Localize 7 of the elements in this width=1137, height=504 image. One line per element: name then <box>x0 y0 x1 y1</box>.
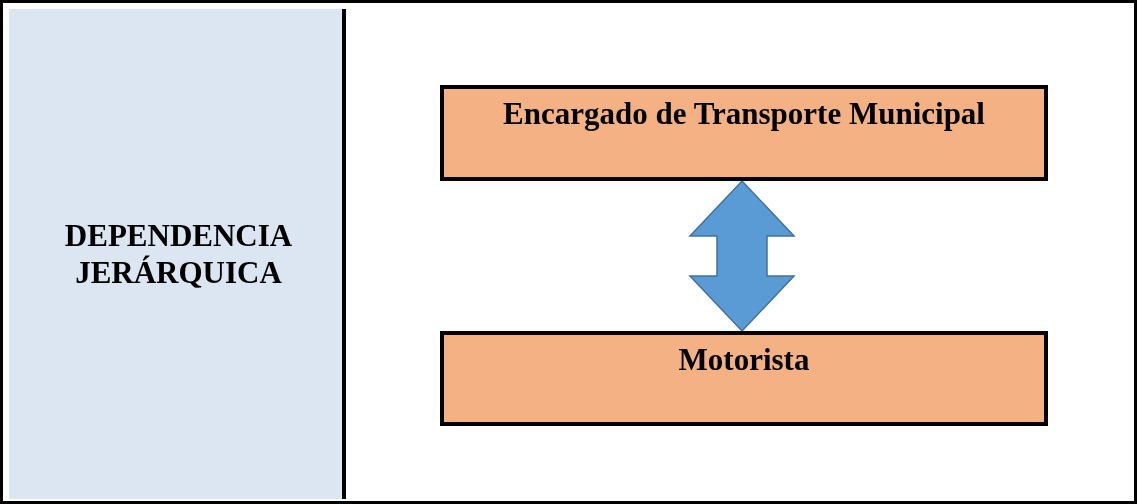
header-cell <box>9 9 346 499</box>
section-heading: DEPENDENCIA JERÁRQUICA <box>63 216 294 292</box>
double-arrow <box>688 179 796 333</box>
role-title: Motorista <box>678 341 810 379</box>
role-title: Encargado de Transporte Municipal <box>503 95 985 133</box>
role-box <box>440 85 1048 181</box>
role-box <box>440 331 1048 426</box>
